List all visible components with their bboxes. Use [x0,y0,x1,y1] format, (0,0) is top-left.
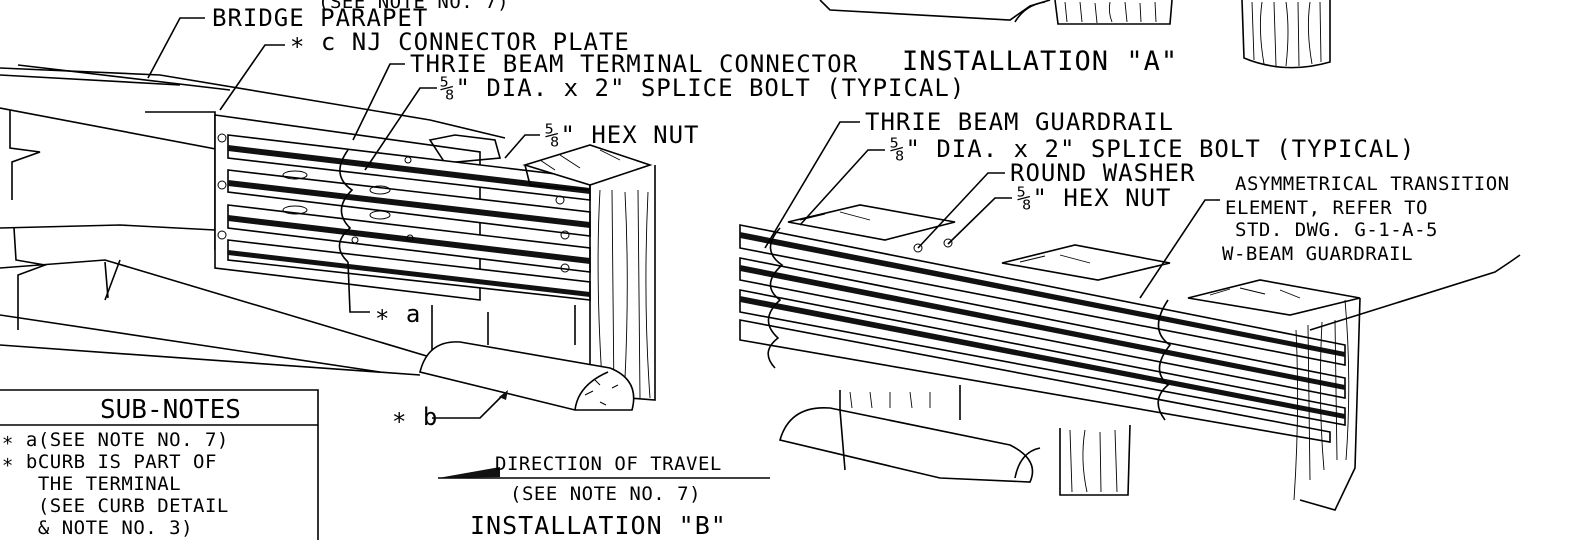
subnote-line: ∗ a(SEE NOTE NO. 7) [2,429,229,451]
splice-bolt-a-label: ⅝" DIA. x 2" SPLICE BOLT (TYPICAL) [440,74,965,102]
see-note7-label: (SEE NOTE NO. 7) [510,483,701,505]
splice-bolt-b-label: ⅝" DIA. x 2" SPLICE BOLT (TYPICAL) [890,135,1415,163]
top-cut-note: (SEE NOTE NO. 7) [318,0,509,13]
subnotes-title: SUB-NOTES [100,395,241,425]
sub-b-marker: ∗ b [392,403,438,431]
installation-a-title: INSTALLATION "A" [902,46,1178,77]
round-washer-label: ROUND WASHER [1010,159,1195,187]
installation-a-fragment: (SEE NOTE NO. 7) [318,0,1173,25]
subnote-line: ∗ bCURB IS PART OF [2,451,217,473]
thrie-guardrail-label: THRIE BEAM GUARDRAIL [865,108,1174,136]
direction-label: DIRECTION OF TRAVEL [495,453,722,475]
subnote-line: & NOTE NO. 3) [2,517,193,539]
asym-line2: ELEMENT, REFER TO [1225,197,1428,219]
hex-nut-a-label: ⅝" HEX NUT [545,121,700,149]
asym-line3: STD. DWG. G-1-A-5 [1235,219,1438,241]
direction-of-travel [438,467,770,479]
hex-nut-b-label: ⅝" HEX NUT [1017,184,1172,212]
thrie-beam-right [739,224,1346,443]
nj-connector-label: ∗ c NJ CONNECTOR PLATE [290,28,630,56]
left-assembly [0,17,656,419]
w-beam-label: W-BEAM GUARDRAIL [1222,243,1413,265]
sub-a-marker: ∗ a [375,300,421,328]
asym-line1: ASYMMETRICAL TRANSITION [1235,173,1510,195]
bridge-parapet-label: BRIDGE PARAPET [212,4,428,32]
installation-b-title: INSTALLATION "B" [470,511,727,540]
installation-a-post [1241,0,1331,69]
subnote-line: (SEE CURB DETAIL [2,495,229,517]
subnote-line: THE TERMINAL [2,473,181,495]
subnotes-box [0,389,319,540]
right-assembly [739,121,1521,511]
thrie-terminal-label: THRIE BEAM TERMINAL CONNECTOR [410,50,858,78]
